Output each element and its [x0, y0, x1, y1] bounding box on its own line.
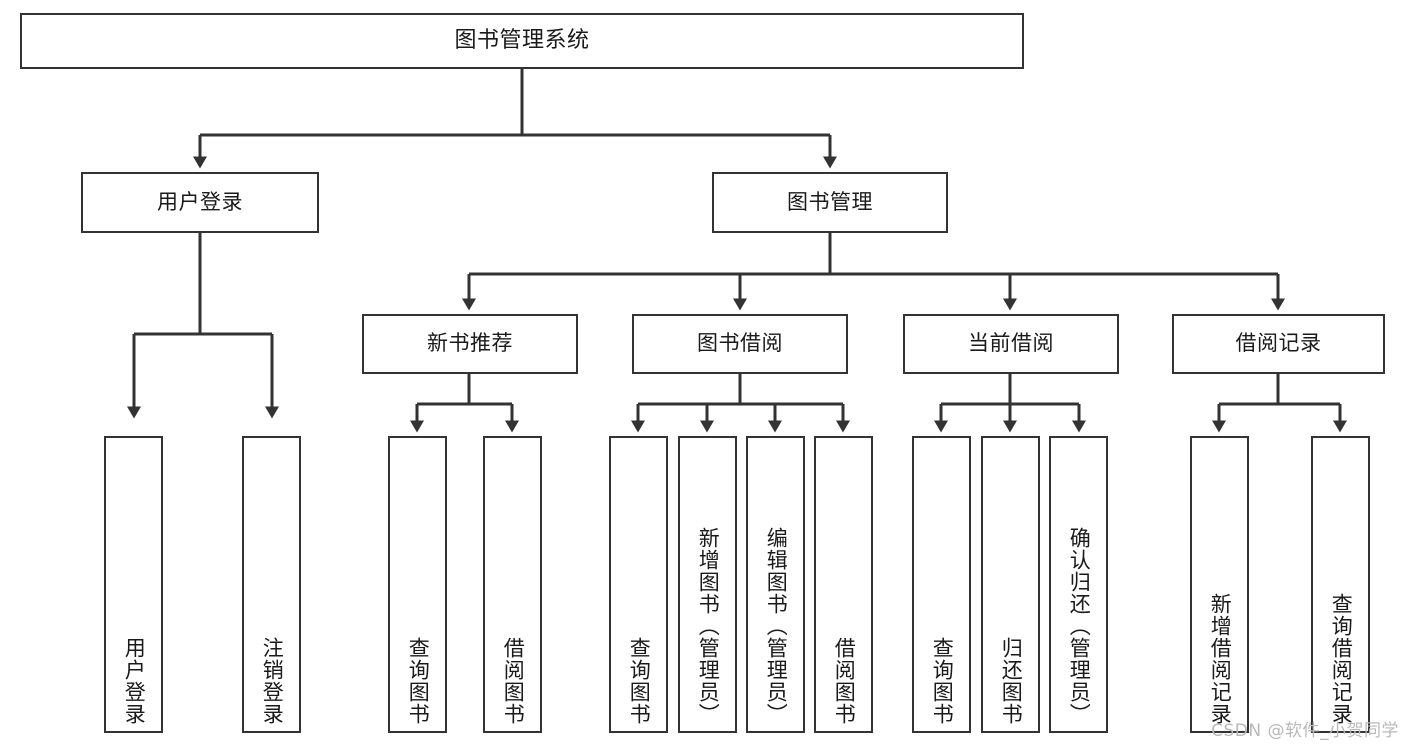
node-book-manage[interactable]: 图书管理: [712, 172, 948, 233]
leaf-edit-book-label: 编辑图书（管理员）: [764, 527, 789, 725]
node-user-login[interactable]: 用户登录: [81, 172, 319, 233]
node-root-label: 图书管理系统: [454, 27, 590, 53]
leaf-query-book-2[interactable]: 查询图书: [609, 436, 668, 733]
leaf-query-book-3[interactable]: 查询图书: [912, 436, 971, 733]
leaf-user-login-label: 用户登录: [122, 637, 147, 725]
node-book-manage-label: 图书管理: [787, 189, 873, 214]
leaf-query-book-2-label: 查询图书: [627, 637, 652, 725]
leaf-add-record[interactable]: 新增借阅记录: [1190, 436, 1249, 733]
leaf-confirm-return-label: 确认归还（管理员）: [1067, 527, 1092, 725]
node-borrow-record-label: 借阅记录: [1235, 331, 1322, 356]
node-book-borrow[interactable]: 图书借阅: [632, 314, 848, 374]
leaf-user-login[interactable]: 用户登录: [104, 436, 163, 733]
leaf-borrow-book-2[interactable]: 借阅图书: [814, 436, 873, 733]
leaf-query-book-1-label: 查询图书: [406, 637, 431, 725]
watermark: CSDN @软件_小贺同学: [1211, 721, 1399, 741]
node-current-borrow-label: 当前借阅: [968, 331, 1054, 356]
leaf-logout[interactable]: 注销登录: [242, 436, 301, 733]
node-root[interactable]: 图书管理系统: [20, 13, 1024, 69]
node-new-book-recommend[interactable]: 新书推荐: [362, 314, 578, 374]
leaf-confirm-return[interactable]: 确认归还（管理员）: [1049, 436, 1108, 733]
leaf-query-record[interactable]: 查询借阅记录: [1311, 436, 1370, 733]
node-book-borrow-label: 图书借阅: [697, 331, 783, 356]
leaf-borrow-book-2-label: 借阅图书: [832, 637, 857, 725]
leaf-borrow-book-1[interactable]: 借阅图书: [483, 436, 542, 733]
leaf-return-book[interactable]: 归还图书: [981, 436, 1040, 733]
leaf-add-book[interactable]: 新增图书（管理员）: [678, 436, 737, 733]
node-user-login-label: 用户登录: [157, 189, 243, 214]
node-borrow-record[interactable]: 借阅记录: [1172, 314, 1385, 374]
leaf-query-record-label: 查询借阅记录: [1329, 593, 1354, 725]
leaf-logout-label: 注销登录: [260, 637, 285, 725]
node-current-borrow[interactable]: 当前借阅: [903, 314, 1119, 374]
leaf-borrow-book-1-label: 借阅图书: [501, 637, 526, 725]
leaf-add-record-label: 新增借阅记录: [1208, 593, 1233, 725]
leaf-query-book-3-label: 查询图书: [930, 637, 955, 725]
leaf-query-book-1[interactable]: 查询图书: [388, 436, 447, 733]
node-new-book-recommend-label: 新书推荐: [427, 331, 513, 356]
leaf-edit-book[interactable]: 编辑图书（管理员）: [746, 436, 805, 733]
leaf-add-book-label: 新增图书（管理员）: [696, 527, 721, 725]
leaf-return-book-label: 归还图书: [999, 637, 1024, 725]
